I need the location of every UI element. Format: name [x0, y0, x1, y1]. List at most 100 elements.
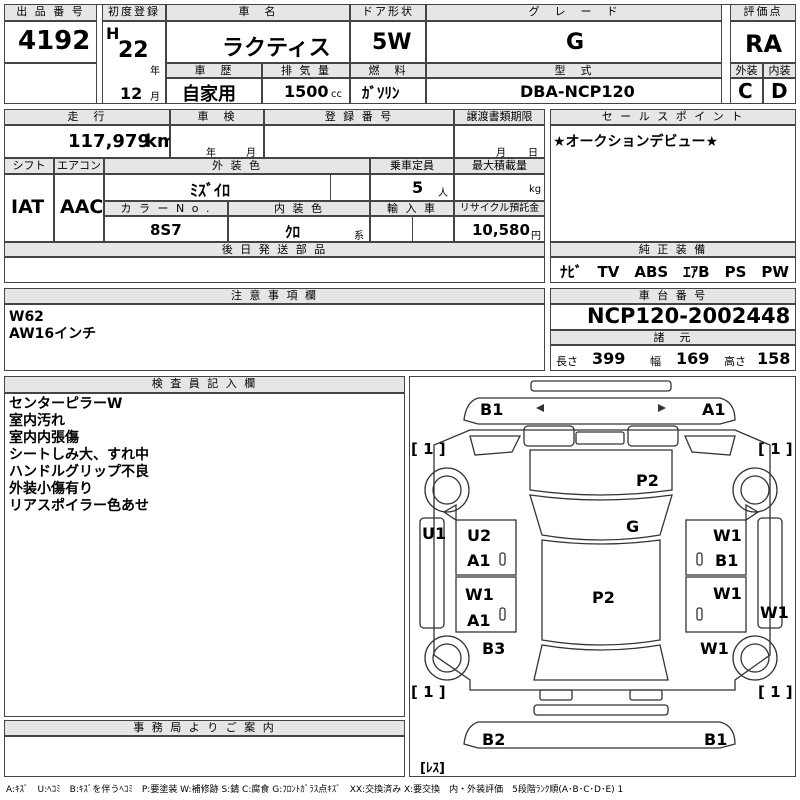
windshield: [529, 494, 673, 541]
lot-empty: [4, 63, 97, 104]
label-grade: グ レ ー ド: [426, 4, 722, 21]
mark-b1-rd: B1: [715, 551, 739, 570]
label-model: 型 式: [426, 63, 722, 78]
reg-year-unit: 年: [150, 66, 160, 77]
tire-front-right-rim: [740, 475, 770, 505]
label-sales-point: セ ー ル ス ポ イ ン ト: [550, 109, 796, 125]
mark-a1-ld: A1: [467, 551, 491, 570]
tire-depth-rear-left: [ 1 ]: [411, 683, 446, 701]
label-caution: 注 意 事 項 欄: [4, 288, 545, 304]
caution-line: W62: [9, 309, 44, 325]
label-genuine: 純 正 装 備: [550, 242, 796, 257]
body-outline: [433, 429, 771, 691]
tire-depth-front-right: [ 1 ]: [758, 440, 793, 458]
right-headlight: [684, 435, 736, 456]
label-registration: 登 録 番 号: [264, 109, 454, 125]
label-later-parts: 後 日 発 送 部 品: [4, 242, 545, 257]
shift: IAT: [11, 196, 45, 218]
mark-w1-lr: W1: [465, 585, 494, 604]
max-load-cell: [454, 174, 545, 201]
reg-year: 22: [118, 38, 149, 63]
label-office: 事 務 局 よ り ご 案 内: [4, 720, 405, 736]
recycle: 10,580: [472, 221, 530, 239]
mark-w1-rd: W1: [713, 526, 742, 545]
label-history: 車 歴: [166, 63, 262, 78]
label-first-reg: 初度登録: [102, 4, 166, 21]
transfer-day-unit: 日: [528, 148, 538, 159]
grade: G: [566, 30, 585, 55]
tire-depth-front-left: [ 1 ]: [411, 440, 446, 458]
color-no: 8S7: [150, 221, 182, 239]
label-spec: 諸 元: [550, 330, 796, 345]
displacement: 1500: [284, 82, 329, 101]
chassis-cell: [550, 304, 796, 330]
label-fuel: 燃 料: [350, 63, 426, 78]
lot-number: 4192: [18, 26, 91, 56]
handle-rr: [696, 607, 703, 621]
inspection-cell: [170, 125, 264, 158]
label-car-name: 車 名: [166, 4, 350, 21]
label-mileage: 走 行: [4, 109, 170, 125]
model: DBA-NCP120: [520, 82, 635, 101]
registration-cell: [264, 125, 454, 158]
front-bumper: [463, 397, 736, 425]
label-ext-color: 外 装 色: [104, 158, 370, 174]
inspector-note: シートしみ大、すれ中: [9, 447, 149, 463]
front-right-door: [685, 519, 747, 576]
label-recycle: リサイクル預託金: [454, 201, 545, 216]
reg-month-unit: 月: [150, 92, 160, 103]
legend: A:ｷｽﾞ U:ﾍｺﾐ B:ｷｽﾞを伴うﾍｺﾐ P:要塗装 W:補修跡 S:錆 …: [6, 785, 624, 795]
mark-b2: B2: [482, 730, 506, 749]
label-int: 内装: [763, 63, 796, 78]
mark-g: G: [626, 517, 640, 536]
chassis-number: NCP120-2002448: [587, 304, 791, 328]
displacement-cell: [262, 78, 350, 104]
handle-fl: [499, 552, 506, 566]
car-name: ラクティス: [222, 36, 331, 61]
int-cell: [763, 78, 796, 104]
transfer-cell: [454, 125, 545, 158]
arrow-right-icon: [658, 404, 666, 412]
caution-cell: W62 AW16インチ: [4, 304, 545, 371]
label-lot: 出 品 番 号: [4, 4, 97, 21]
mileage-cell: [4, 125, 170, 158]
label-shift: シフト: [4, 158, 54, 174]
inspector-note: 外装小傷有り: [9, 481, 93, 497]
front-bumper-strip: [530, 380, 672, 392]
width: 169: [676, 349, 710, 368]
height-label: 高さ: [724, 355, 746, 368]
ext-color-cell: [104, 174, 370, 201]
label-import: 輸 入 車: [370, 201, 454, 216]
left-mirror: [442, 503, 457, 522]
right-mirror: [745, 503, 760, 522]
left-headlight: [469, 435, 522, 456]
grade-cell: [426, 21, 722, 63]
rear-light-right: [629, 689, 663, 701]
later-parts-cell: [4, 257, 545, 283]
mark-w1-rq: W1: [700, 639, 729, 658]
label-score: 評価点: [730, 4, 796, 21]
color-no-cell: [104, 216, 228, 242]
int-grade: D: [771, 79, 788, 103]
insp-month-unit: 月: [246, 148, 256, 159]
tire-rear-right: [732, 635, 778, 681]
height: 158: [757, 349, 791, 368]
history: 自家用: [182, 84, 236, 105]
mark-a1-lr: A1: [467, 611, 491, 630]
fuel: ｶﾞｿﾘﾝ: [362, 84, 400, 102]
label-inspection: 車 検: [170, 109, 264, 125]
spare-tire: [ﾚｽ]: [420, 761, 445, 776]
mark-a1-front: A1: [702, 400, 726, 419]
inspector-cell: センターピラーW 室内汚れ 室内内張傷 シートしみ大、すれ中 ハンドルグリップ不…: [4, 393, 405, 717]
mark-b1-rear: B1: [704, 730, 728, 749]
label-door: ドア形状: [350, 4, 426, 21]
door-type: 5W: [372, 30, 412, 55]
sales-point: ★オークションデビュー★: [553, 134, 719, 150]
spec-cell: [550, 345, 796, 371]
label-color-no: カ ラ ー N o .: [104, 201, 228, 216]
label-int-color: 内 装 色: [228, 201, 370, 216]
mark-p2-roof: P2: [592, 588, 615, 607]
label-aircon: エアコン: [54, 158, 104, 174]
recycle-unit: 円: [531, 231, 541, 242]
